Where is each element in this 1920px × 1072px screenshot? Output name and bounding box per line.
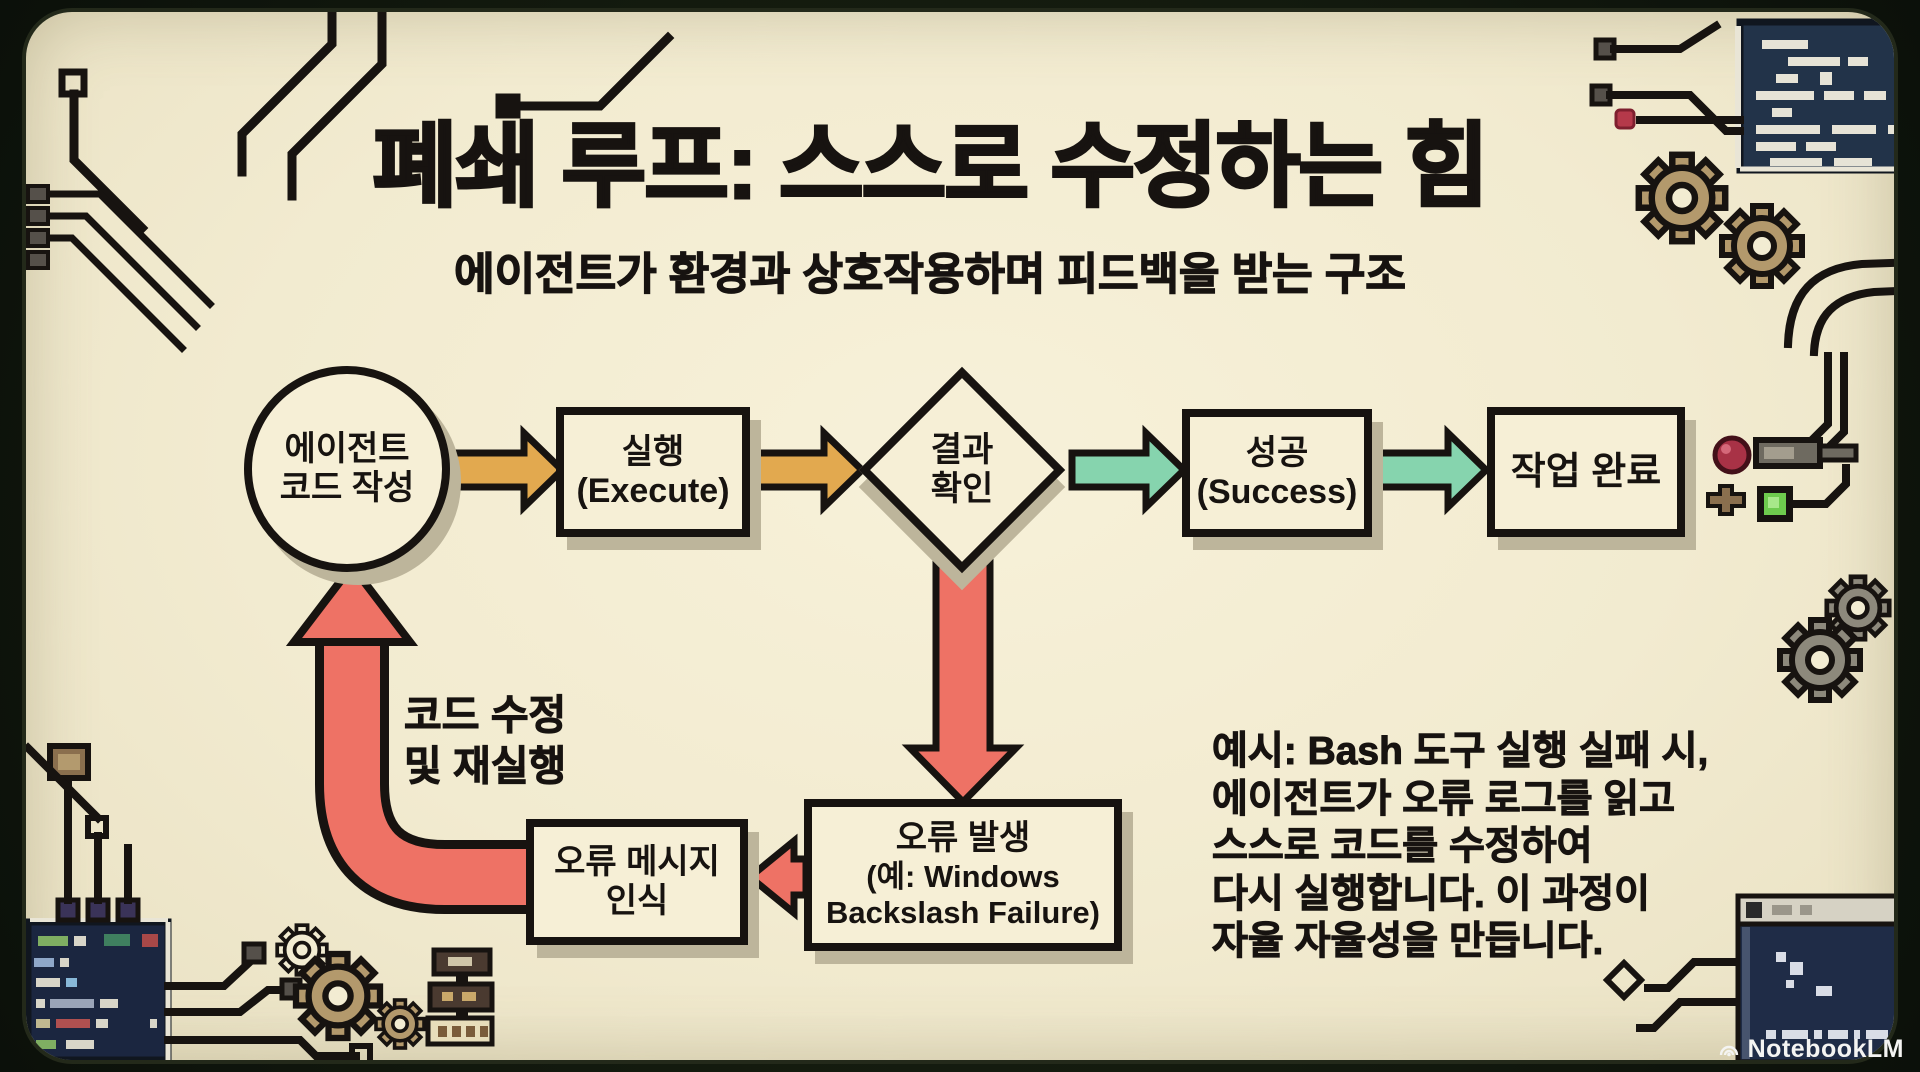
- example-paragraph: 예시: Bash 도구 실행 실패 시, 에이전트가 오류 로그를 읽고 스스로…: [1211, 730, 1709, 964]
- flow-node-agent-code: 에이전트 코드 작성: [244, 366, 450, 572]
- page-title: 폐쇄 루프: 스스로 수정하는 힘: [371, 115, 1491, 220]
- notebooklm-logo-icon: [1719, 1045, 1738, 1056]
- flow-node-recognize-error: 오류 메시지 인식: [526, 819, 748, 945]
- flow-node-error-occurred: 오류 발생 (예: Windows Backslash Failure): [804, 799, 1122, 951]
- watermark: NotebookLM: [1717, 1035, 1904, 1064]
- page-subtitle: 에이전트가 환경과 상호작용하며 피드백을 받는 구조: [454, 249, 1407, 299]
- watermark-label: NotebookLM: [1747, 1035, 1904, 1063]
- flow-node-success: 성공 (Success): [1182, 409, 1372, 537]
- flow-node-task-complete: 작업 완료: [1487, 407, 1685, 537]
- flow-node-execute: 실행 (Execute): [556, 407, 750, 537]
- flow-node-check-result: 결과 확인: [858, 366, 1066, 574]
- loop-label: 코드 수정 및 재실행: [403, 691, 567, 790]
